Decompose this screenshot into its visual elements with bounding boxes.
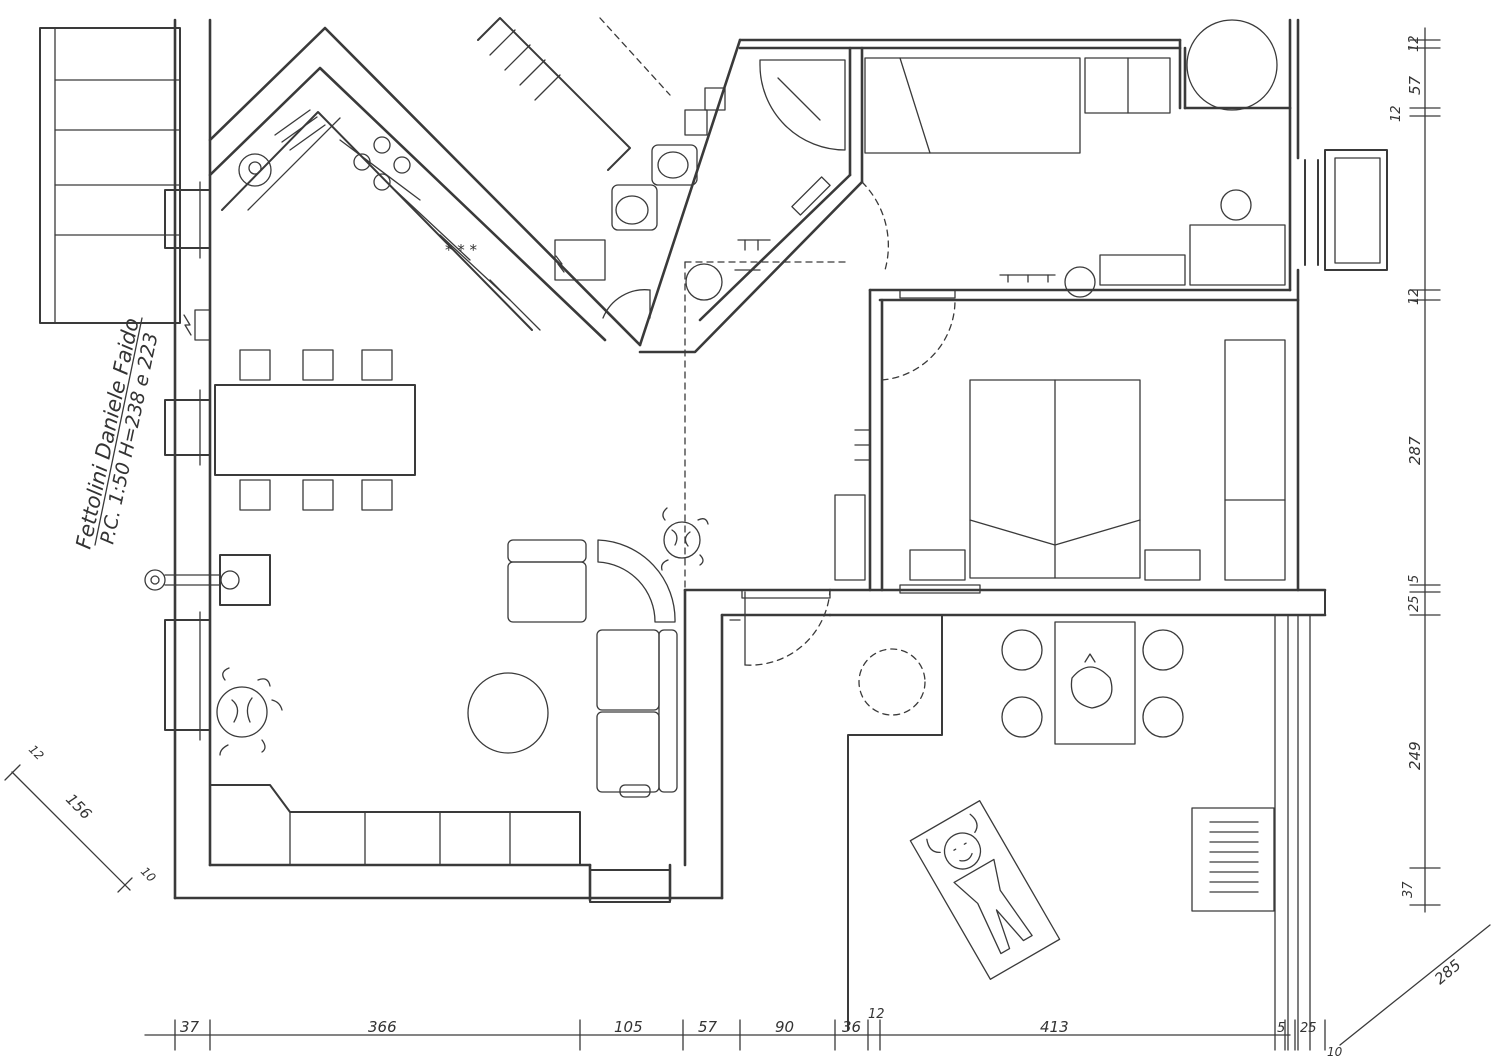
- dim-diag-285: 285: [1431, 956, 1465, 988]
- dim-right-12-mid: 12: [1389, 105, 1404, 122]
- dim-right-249: 249: [1406, 741, 1424, 770]
- dim-bottom-90: 90: [775, 1018, 794, 1036]
- dim-right-287: 287: [1406, 436, 1424, 465]
- dim-right-12-top: 12: [1407, 35, 1422, 52]
- dim-bottom-57: 57: [698, 1018, 718, 1036]
- door-swings: [729, 589, 831, 666]
- staircase: [477, 17, 671, 171]
- terrace: [847, 589, 1326, 1051]
- stove: [144, 554, 271, 606]
- dim-bottom-105: 105: [614, 1018, 643, 1036]
- dim-diag-10: 10: [138, 864, 159, 885]
- sofa: [507, 539, 678, 798]
- dimension-diagonal-left: 12 156 10: [4, 742, 159, 893]
- dim-diag-156: 156: [62, 790, 95, 823]
- dim-bottom-10: 10: [1327, 1045, 1343, 1059]
- bathroom: [554, 38, 1182, 354]
- dim-right-5: 5: [1407, 575, 1422, 583]
- dim-bottom-25: 25: [1300, 1021, 1317, 1036]
- dim-right-57: 57: [1406, 75, 1424, 95]
- dim-right-12-low: 12: [1407, 288, 1422, 305]
- dim-right-37: 37: [1401, 881, 1416, 898]
- dim-right-25: 25: [1407, 595, 1422, 612]
- dim-bottom-37: 37: [180, 1018, 200, 1036]
- windows-left: [164, 181, 211, 741]
- title-block: Fettolini Daniele Faido P.C. 1:50 H=238 …: [71, 316, 162, 551]
- dim-bottom-12: 12: [868, 1007, 885, 1022]
- bedroom-small: [684, 18, 1300, 592]
- svg-text:* * *: * * *: [445, 241, 478, 259]
- dimension-chain-right: 12 57 12 12 287 5 25 249 37: [1389, 27, 1441, 913]
- dim-bottom-36: 36: [842, 1018, 861, 1036]
- bedroom-main: [834, 288, 1286, 594]
- dim-diag-12: 12: [26, 742, 47, 763]
- exterior-walls: [173, 18, 1327, 903]
- balcony-railing: [39, 27, 181, 324]
- title-underline: [94, 317, 143, 546]
- kitchen-counter: * * *: [208, 26, 742, 347]
- plant-icon: [216, 507, 709, 756]
- dining-table: [214, 349, 416, 511]
- dim-bottom-413: 413: [1040, 1018, 1069, 1036]
- sunbather-doodle: [909, 800, 1061, 980]
- dim-bottom-366: 366: [368, 1018, 397, 1036]
- coffee-table: [467, 672, 549, 754]
- dim-bottom-5: 5: [1277, 1021, 1285, 1036]
- dimension-diagonal-corner: 285: [1339, 924, 1491, 1046]
- dimension-chain-bottom: 37 366 105 57 90 36 12 413 5 25 10: [144, 1007, 1343, 1059]
- window-right: [1304, 149, 1388, 271]
- bench-counter: [209, 784, 581, 866]
